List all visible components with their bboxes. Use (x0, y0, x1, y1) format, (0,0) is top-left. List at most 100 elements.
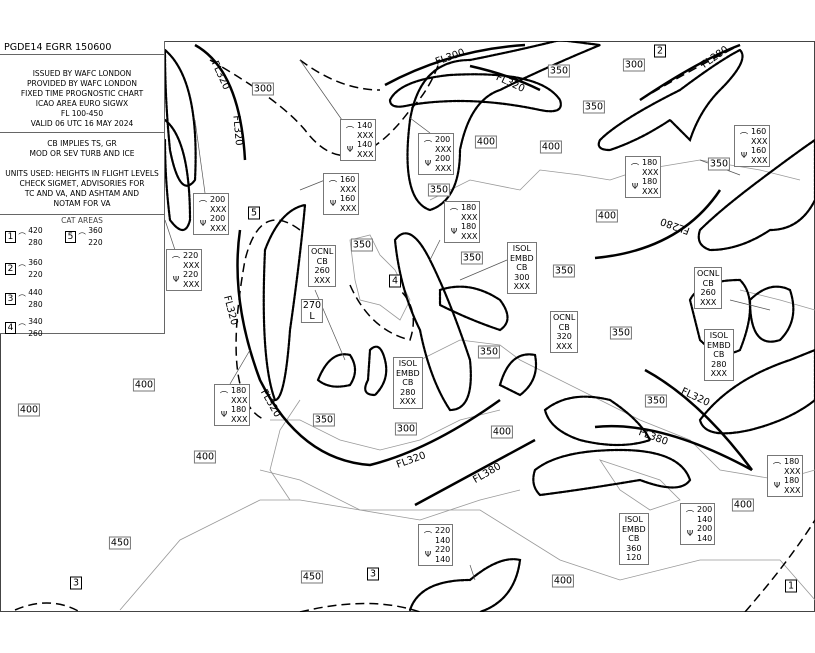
tropopause-height-box: 400 (132, 378, 156, 392)
level-line: XXX (210, 223, 227, 233)
issuer-info: ISSUED BY WAFC LONDON PROVIDED BY WAFC L… (0, 55, 164, 133)
tropopause-height-box: 400 (17, 403, 41, 417)
turbulence-icon: ⌒ (16, 264, 29, 273)
level-line: 140 (357, 121, 373, 130)
note-line: MOD OR SEV TURB AND ICE (29, 149, 135, 158)
cb-info-line: CB (402, 378, 414, 387)
tropopause-height-box: 350 (707, 157, 731, 171)
cb-info-line: 360 (626, 543, 642, 553)
info-line: ISSUED BY WAFC LONDON (32, 69, 132, 78)
map-graphics (14, 41, 815, 612)
level-line: 200 (210, 195, 226, 204)
cb-info-line: CB (558, 322, 570, 332)
icing-icon: Ψ (773, 481, 781, 490)
icing-icon: Ψ (329, 199, 337, 208)
level-line: XXX (784, 466, 801, 476)
icons: ⌒Ψ (447, 203, 461, 241)
turbulence-icon: ⌒ (16, 294, 29, 303)
level-line: 140 (357, 140, 373, 149)
turbulence-icon: ⌒ (450, 208, 458, 217)
cb-info-line: 280 (400, 387, 416, 397)
turbulence-icon: ⌒ (16, 323, 29, 332)
level-line: 160 (751, 146, 767, 155)
icons: ⌒Ψ (737, 127, 751, 165)
icing-icon: Ψ (346, 145, 354, 154)
level-line: XXX (340, 203, 357, 213)
cat-area-base: 220 (28, 270, 43, 279)
tropopause-height-box: 300 (622, 58, 646, 72)
cb-info-line: EMBD (396, 368, 420, 378)
icing-icon: Ψ (424, 159, 432, 168)
tropopause-height-box: 450 (108, 536, 132, 550)
level-line: 180 (461, 222, 477, 231)
turbulence-icon: ⌒ (740, 132, 748, 141)
cb-info-line: OCNL (311, 247, 334, 256)
tropopause-height-box: 400 (474, 135, 498, 149)
level-line: XXX (183, 260, 200, 270)
cat-area-boundaries (14, 44, 815, 612)
cat-area-label: 3 (70, 576, 82, 590)
icons: ⌒Ψ (217, 386, 231, 424)
cb-info-line: ISOL (624, 515, 643, 524)
icing-icon: Ψ (450, 227, 458, 236)
cb-info-line: 120 (626, 553, 642, 562)
icing-icon: Ψ (631, 182, 639, 191)
info-line: VALID 06 UTC 16 MAY 2024 (30, 119, 134, 128)
level-line: XXX (751, 155, 768, 165)
tropopause-height-box: 400 (490, 425, 514, 439)
note-line: UNITS USED: HEIGHTS IN FLIGHT LEVELS (5, 169, 159, 178)
info-line: FIXED TIME PROGNOSTIC CHART (20, 89, 144, 98)
tropopause-height-box: 350 (460, 251, 484, 265)
icing-icon: Ψ (740, 151, 748, 160)
tropopause-height-box: 350 (582, 100, 606, 114)
level-line: 200 (210, 214, 226, 223)
tropopause-height-box: 350 (609, 326, 633, 340)
tropopause-height-box: 300 (394, 422, 418, 436)
icons: ⌒Ψ (421, 135, 435, 173)
cb-info-line: ISOL (709, 331, 728, 340)
cb-info-line: 300 (514, 272, 530, 282)
cat-area-label: 2 (654, 44, 666, 58)
note-line: NOTAM FOR VA (53, 199, 111, 208)
cb-info-line: 280 (711, 359, 727, 369)
cb-info-line: XXX (313, 275, 331, 285)
turbulence-icon: ⌒ (329, 180, 337, 189)
cb-info-line: XXX (399, 397, 417, 406)
cb-info-line: XXX (699, 297, 717, 307)
note-line: TC AND VA, AND ASHTAM AND (24, 189, 140, 198)
level-line: 180 (642, 158, 658, 167)
level-line: XXX (357, 130, 374, 140)
cb-info-line: ISOL (398, 359, 417, 368)
level-line: 140 (697, 533, 713, 543)
tropopause-height-box: 350 (350, 238, 374, 252)
icing-icon: Ψ (172, 275, 180, 284)
cb-info-line: ISOL (512, 244, 531, 253)
icing-icon: Ψ (199, 219, 207, 228)
level-line: 180 (642, 177, 658, 186)
tropopause-height-box: 400 (551, 574, 575, 588)
cb-info-line: 260 (700, 288, 716, 297)
level-line: XXX (231, 414, 248, 424)
icons: ⌒Ψ (169, 251, 183, 289)
level-line: XXX (435, 163, 452, 173)
cat-area-base: 260 (28, 329, 43, 338)
